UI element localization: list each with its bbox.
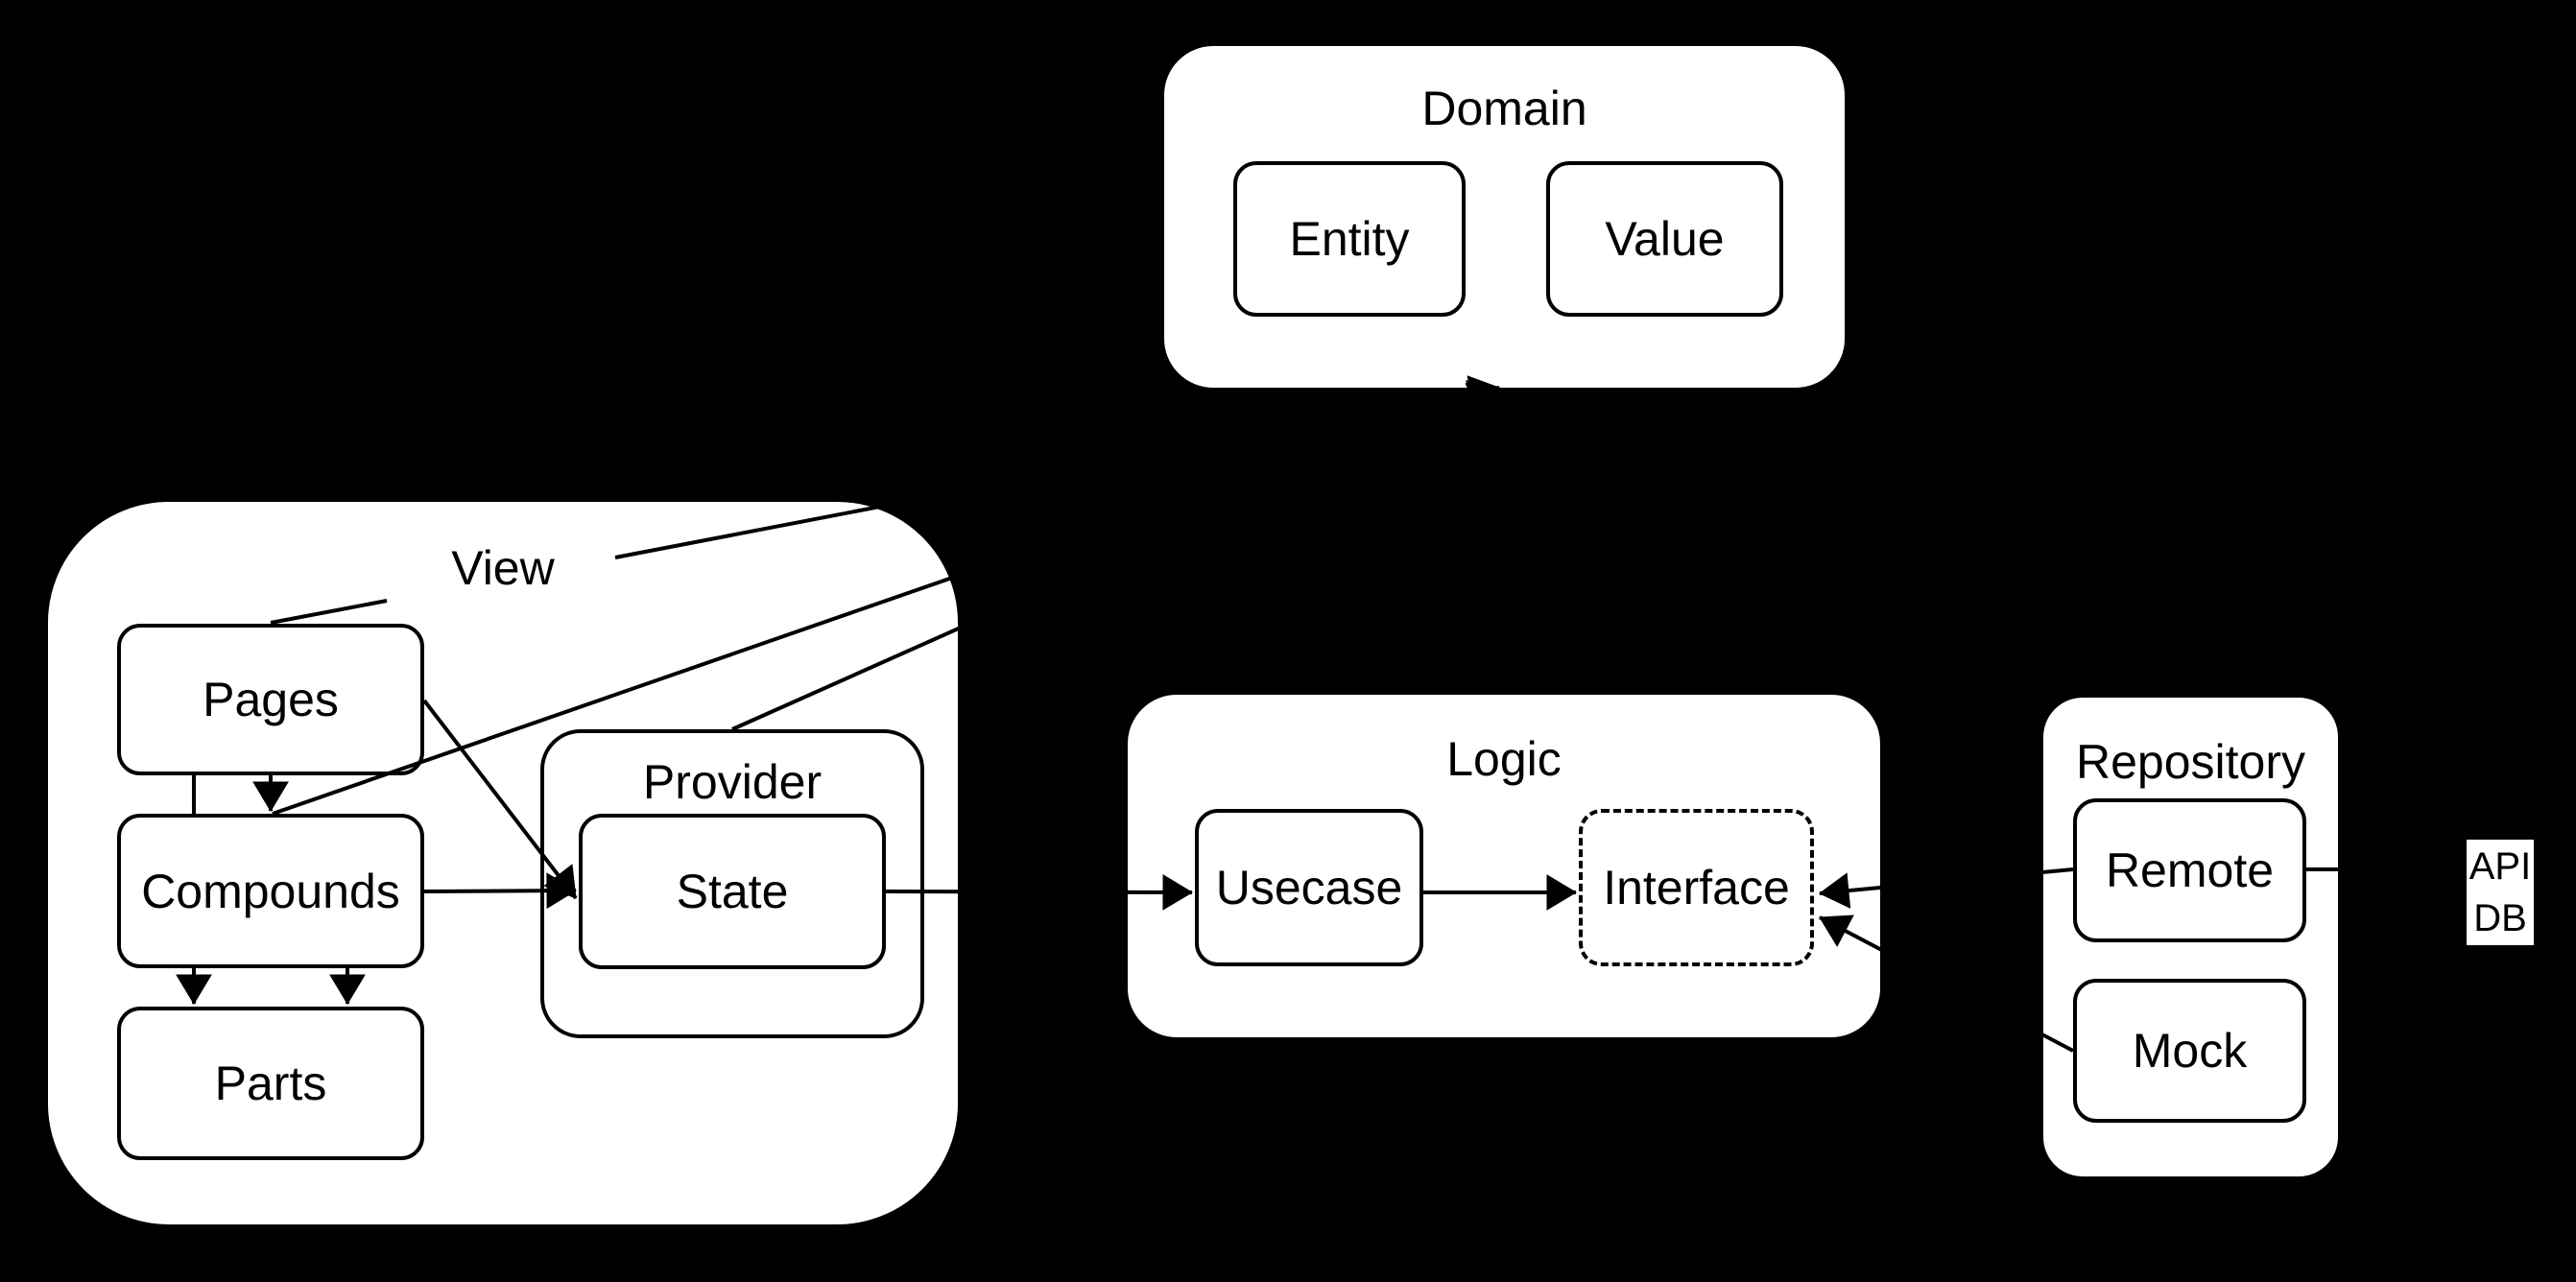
db-label: DB [2473,897,2527,939]
api-label: API [2469,845,2532,888]
value-node: Value [1546,161,1783,317]
api-db-node: API DB [2467,840,2534,945]
value-label: Value [1605,212,1725,266]
compounds-label: Compounds [141,864,400,918]
remote-label: Remote [2105,843,2275,897]
pages-node: Pages [117,624,424,775]
mock-node: Mock [2073,979,2306,1123]
entity-label: Entity [1289,212,1410,266]
state-node: State [579,814,886,969]
parts-node: Parts [117,1007,424,1160]
usecase-node: Usecase [1195,809,1423,966]
state-label: State [676,865,789,918]
parts-label: Parts [214,1056,327,1110]
repository-title: Repository [2076,735,2305,789]
interface-node: Interface [1579,809,1814,966]
mock-label: Mock [2132,1024,2248,1078]
remote-node: Remote [2073,798,2306,942]
domain-title: Domain [1421,82,1587,135]
entity-node: Entity [1233,161,1466,317]
pages-label: Pages [203,673,339,726]
compounds-node: Compounds [117,814,424,968]
provider-title: Provider [642,755,823,809]
usecase-label: Usecase [1215,861,1403,914]
view-title: View [451,541,555,595]
logic-title: Logic [1446,732,1562,786]
interface-label: Interface [1603,861,1790,914]
